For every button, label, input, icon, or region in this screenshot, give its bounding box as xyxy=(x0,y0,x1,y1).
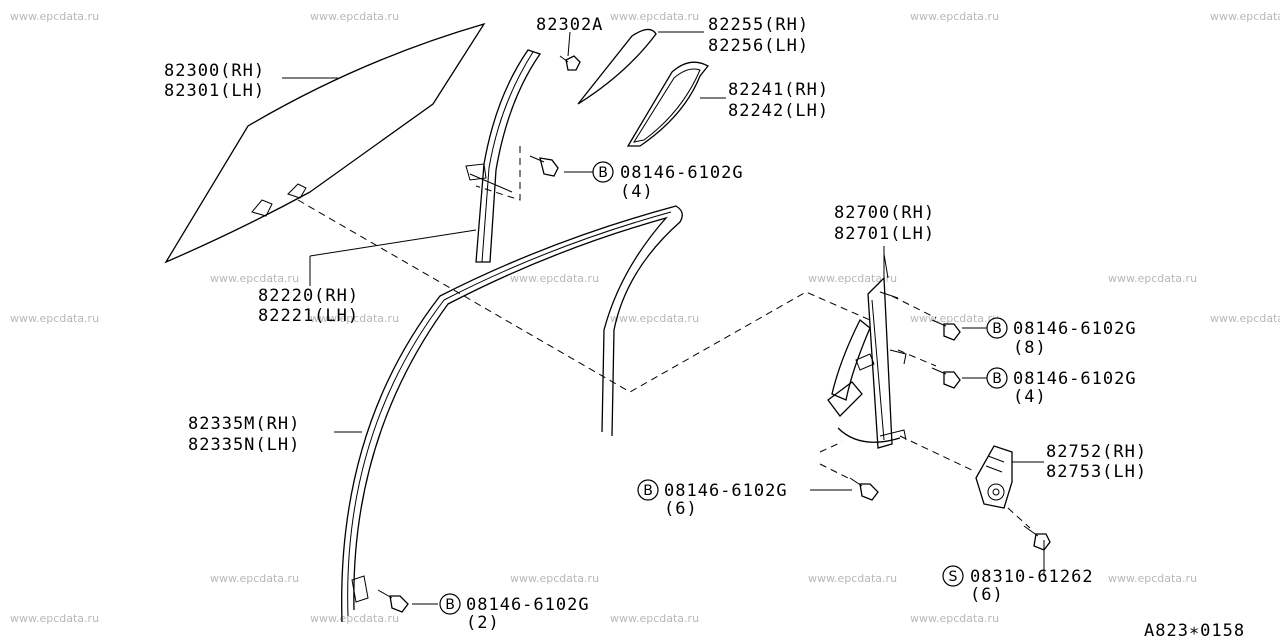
glass-lh-label: 82301(LH) xyxy=(164,81,265,101)
watermark: www.epcdata.ru xyxy=(1108,572,1197,585)
partition-seal-rh-label: 82241(RH) xyxy=(728,80,829,100)
partition-glass-rh-label: 82255(RH) xyxy=(708,15,809,35)
watermark: www.epcdata.ru xyxy=(10,10,99,23)
motor-lh-label: 82753(LH) xyxy=(1046,462,1147,482)
watermark: www.epcdata.ru xyxy=(210,572,299,585)
fastener-code: 08146-6102G xyxy=(620,163,744,183)
b-symbol-icon xyxy=(986,367,1008,389)
fastener-symbol: B xyxy=(992,321,1002,337)
door-weatherstrip xyxy=(341,205,683,623)
watermark: www.epcdata.ru xyxy=(910,612,999,625)
watermark: www.epcdata.ru xyxy=(1210,312,1280,325)
fastener-labels: 08146-6102G (4) 08146-6102G (8) 08146-61… xyxy=(466,163,1137,633)
clip-part xyxy=(559,55,581,71)
watermark: www.epcdata.ru xyxy=(10,612,99,625)
fastener-code: 08146-6102G xyxy=(466,595,590,615)
fastener-symbol: B xyxy=(643,483,653,499)
glass-rh-label: 82300(RH) xyxy=(164,61,265,81)
fastener-code: 08146-6102G xyxy=(1013,369,1137,389)
partition-glass-lh-label: 82256(LH) xyxy=(708,36,809,56)
sash-rh-label: 82220(RH) xyxy=(258,286,359,306)
watermark: www.epcdata.ru xyxy=(910,10,999,23)
watermark: www.epcdata.ru xyxy=(1210,10,1280,23)
fastener-qty: (4) xyxy=(620,182,654,202)
watermark: www.epcdata.ru xyxy=(910,312,999,325)
fastener-qty: (2) xyxy=(466,613,500,633)
watermark: www.epcdata.ru xyxy=(610,312,699,325)
sash-channel xyxy=(465,49,542,263)
b-symbol-icon xyxy=(986,317,1008,339)
fastener-symbol: B xyxy=(992,371,1002,387)
door-glass xyxy=(164,22,486,264)
weatherstrip-lh-label: 82335N(LH) xyxy=(188,435,300,455)
watermark: www.epcdata.ru xyxy=(808,272,897,285)
fastener-symbols: B B B B S B xyxy=(439,161,1008,615)
watermark: www.epcdata.ru xyxy=(610,10,699,23)
watermark: www.epcdata.ru xyxy=(1108,272,1197,285)
partition-seal xyxy=(626,61,709,147)
bolt-icons xyxy=(377,155,1051,613)
dashed-guides xyxy=(297,146,1031,529)
b-symbol-icon xyxy=(439,593,461,615)
watermark: www.epcdata.ru xyxy=(310,612,399,625)
fastener-code: 08310-61262 xyxy=(970,567,1094,587)
fastener-symbol: B xyxy=(598,165,608,181)
watermark: www.epcdata.ru xyxy=(210,272,299,285)
fastener-code: 08146-6102G xyxy=(1013,319,1137,339)
regulator-motor xyxy=(975,445,1013,509)
b-symbol-icon xyxy=(592,161,614,183)
weatherstrip-rh-label: 82335M(RH) xyxy=(188,414,300,434)
watermark: www.epcdata.ru xyxy=(610,612,699,625)
watermark: www.epcdata.ru xyxy=(510,572,599,585)
fastener-qty: (4) xyxy=(1013,387,1047,407)
leader-lines xyxy=(282,31,1045,605)
fastener-code: 08146-6102G xyxy=(664,481,788,501)
fastener-symbol: B xyxy=(445,597,455,613)
fastener-symbol: S xyxy=(949,569,958,585)
watermark: www.epcdata.ru xyxy=(310,312,399,325)
part-labels: 82300(RH) 82301(LH) 82302A 82255(RH) 822… xyxy=(164,15,1147,482)
diagram-code: A823∗0158 xyxy=(1144,621,1245,640)
fastener-qty: (6) xyxy=(664,499,698,519)
partition-glass xyxy=(577,28,657,105)
watermark: www.epcdata.ru xyxy=(10,312,99,325)
fastener-qty: (8) xyxy=(1013,338,1047,358)
regulator-rh-label: 82700(RH) xyxy=(834,203,935,223)
fastener-qty: (6) xyxy=(970,585,1004,605)
watermark: www.epcdata.ru xyxy=(310,10,399,23)
partition-seal-lh-label: 82242(LH) xyxy=(728,101,829,121)
regulator-lh-label: 82701(LH) xyxy=(834,224,935,244)
s-symbol-icon xyxy=(942,565,964,587)
b-symbol-icon xyxy=(637,479,659,501)
motor-rh-label: 82752(RH) xyxy=(1046,442,1147,462)
watermark-layer: www.epcdata.ru www.epcdata.ru www.epcdat… xyxy=(10,10,1280,625)
watermark: www.epcdata.ru xyxy=(510,272,599,285)
watermark: www.epcdata.ru xyxy=(808,572,897,585)
sash-lh-label: 82221(LH) xyxy=(258,306,359,326)
clip-label: 82302A xyxy=(536,15,603,35)
